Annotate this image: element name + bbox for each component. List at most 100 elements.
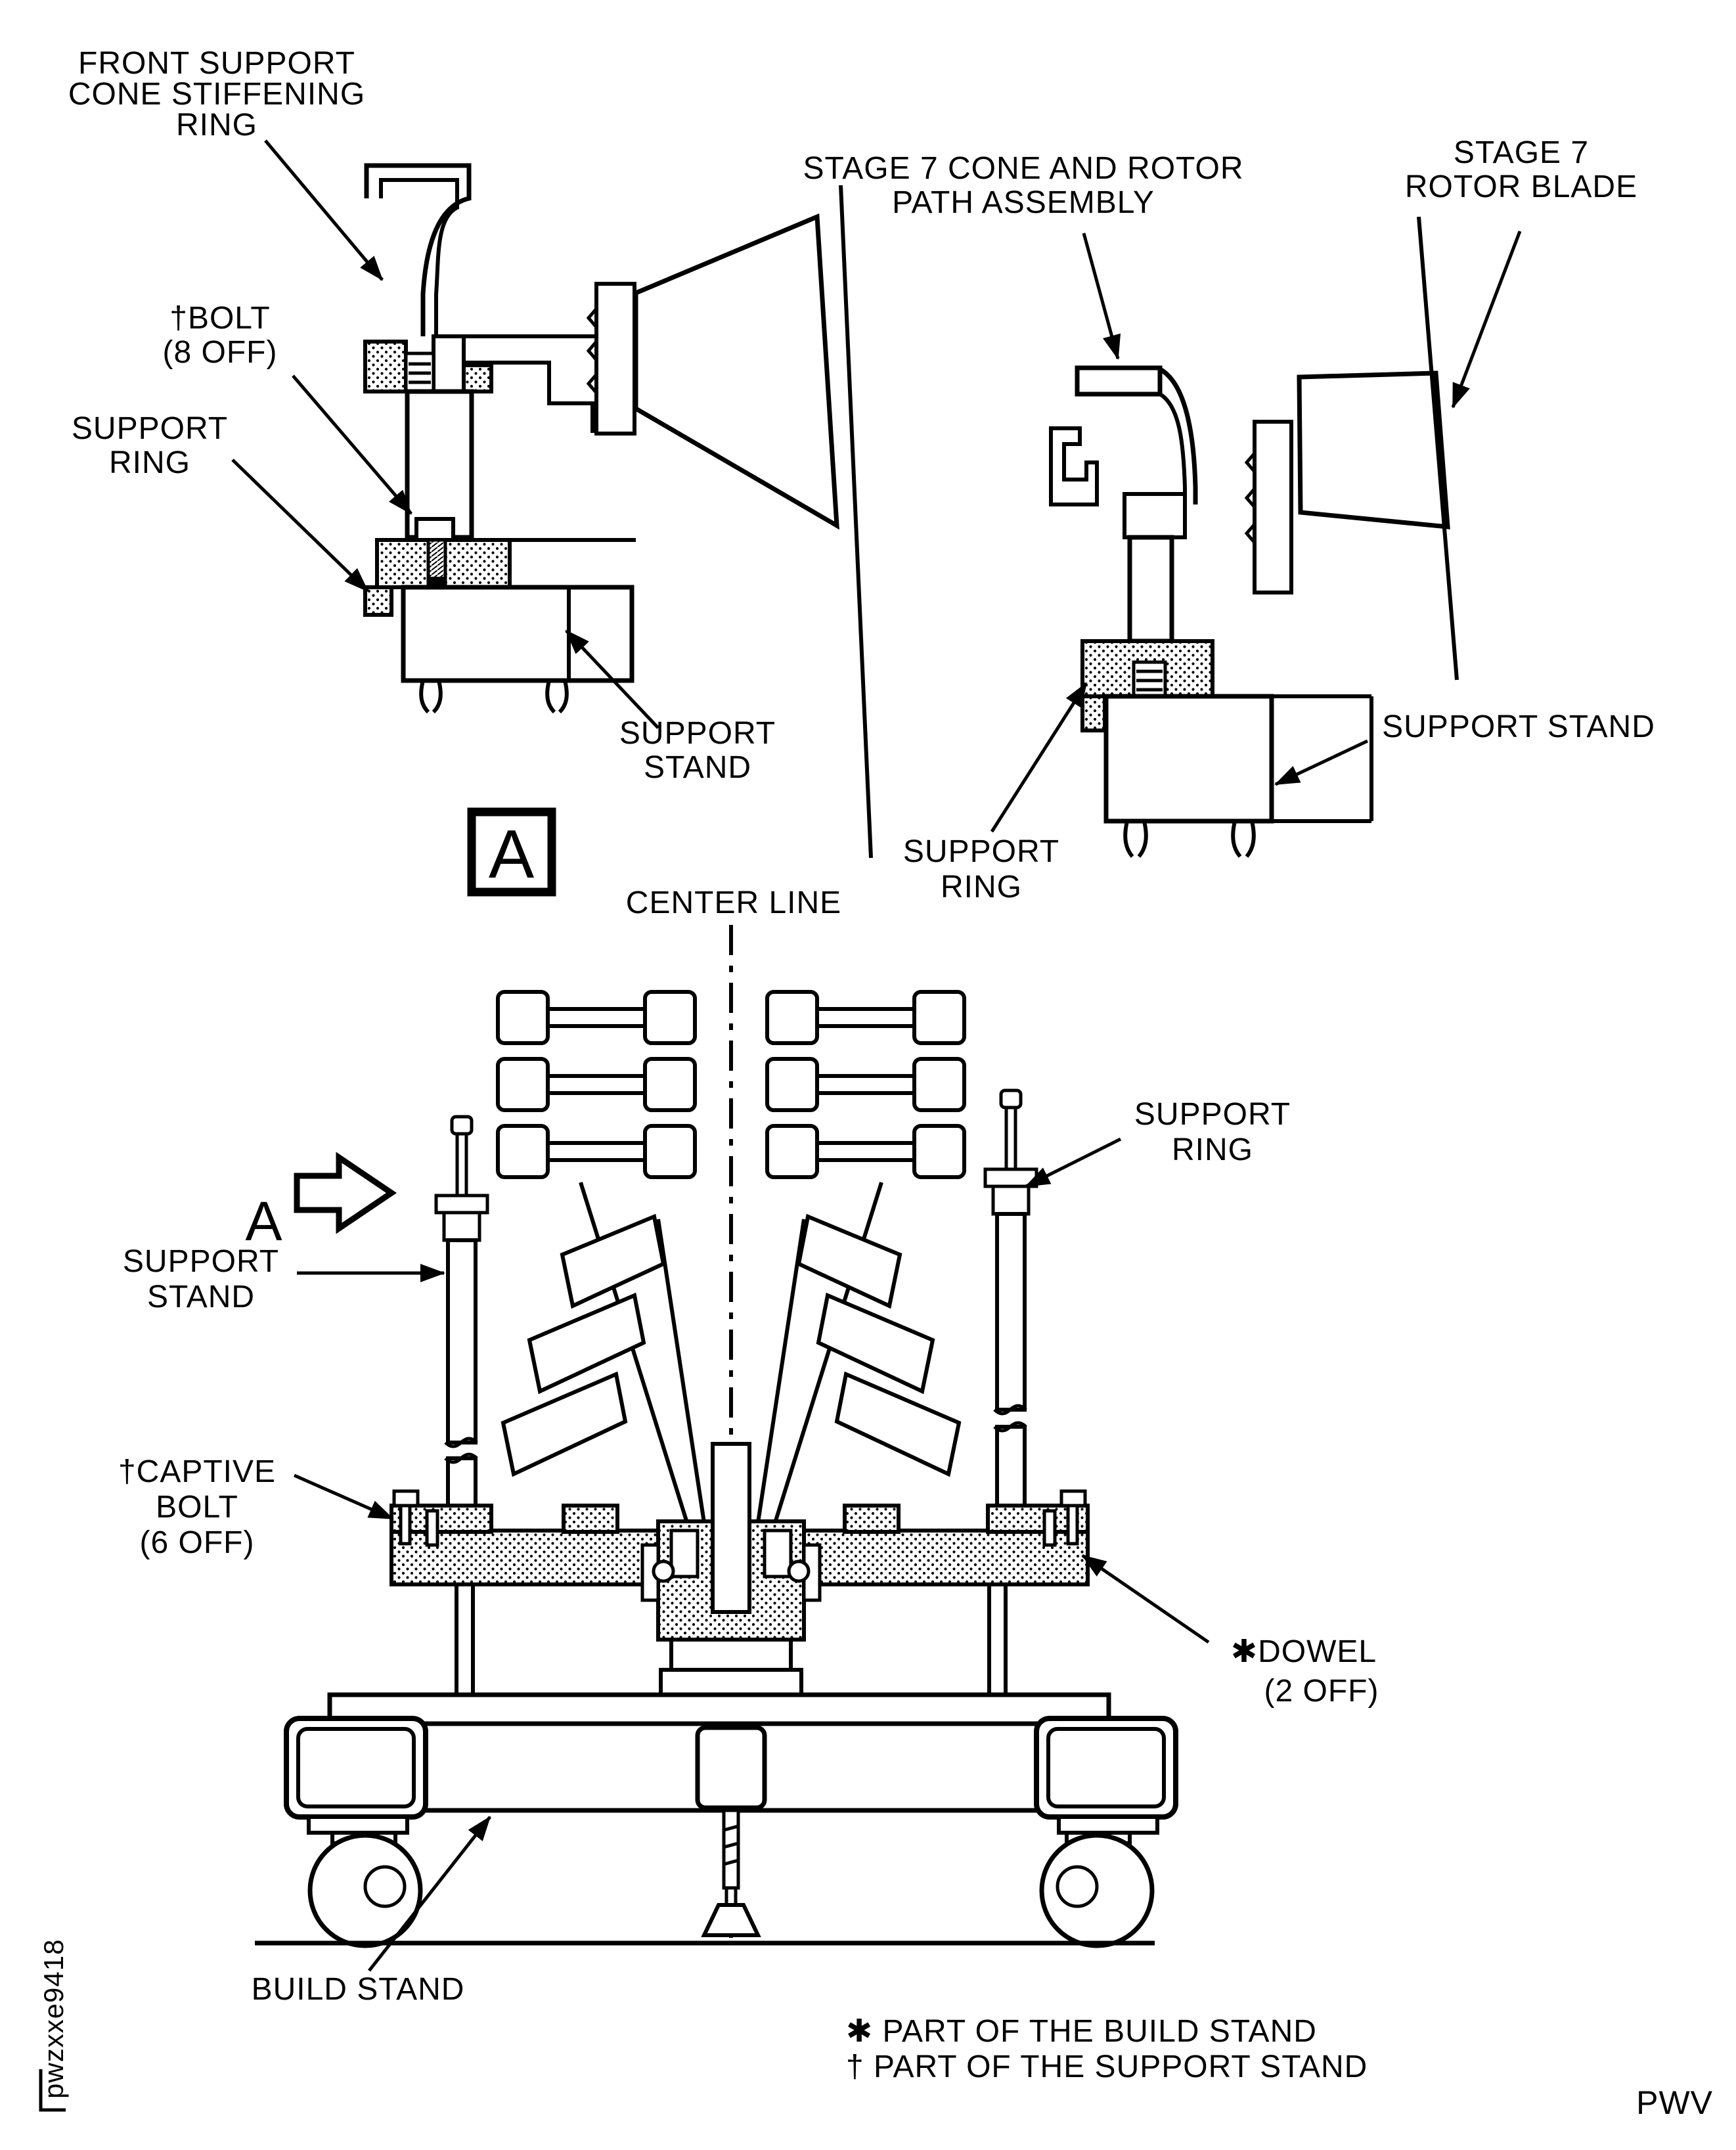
jack-foot [701,1903,761,1937]
leader-stage7-blade [1451,231,1522,409]
leader-support-ring [231,459,369,593]
bearing-left [652,1559,675,1583]
stage7-support-ring-label-1: SUPPORT [903,834,1059,869]
jack-screw [701,1808,761,1937]
frame-end-cap-left [284,1716,428,1820]
support-ring-label-2: RING [109,445,190,480]
footnote-build-stand: ✱ PART OF THE BUILD STAND [846,2014,1317,2049]
support-stand-section [401,538,636,714]
captive-bolt-right [1059,1489,1087,1508]
dowel-label-1: ✱DOWEL [1231,1634,1377,1669]
bolt-label-2: (8 OFF) [163,335,278,370]
stage7-support-ring-overhang [1080,694,1107,732]
leader-front-support-cone [264,139,384,281]
view-a-arrow-letter: A [245,1190,282,1252]
caster-left [307,1831,423,1948]
rotor-row-right-1 [765,990,966,1045]
cone-foot [432,334,466,393]
rotor-row-left-1 [496,990,697,1045]
captive-bolt-label-3: (6 OFF) [140,1525,255,1560]
stage7-cone-foot [1123,492,1187,539]
stage7-bolt-head [1132,660,1167,698]
rotor-blade-section [633,213,839,530]
leader-bolt [292,374,412,515]
front-support-cone-label-1: FRONT SUPPORT [78,46,355,81]
leader-stage7-support-ring [990,682,1088,833]
rotor-blade-rows [496,990,966,1179]
leader-support-stand [565,629,659,729]
stage7-blade-label-2: ROTOR BLADE [1405,169,1637,204]
leader-main-support-ring [1025,1137,1122,1188]
captive-bolt-label-1: †CAPTIVE [118,1454,276,1489]
hub-pedestal [669,1638,793,1672]
leader-stage7-support-stand [1274,739,1369,786]
dowel-right [1042,1509,1057,1547]
rotor-stage-blades [501,1213,962,1477]
stage7-cone-label-1: STAGE 7 CONE AND ROTOR [803,151,1243,186]
stage7-support-stand-label: SUPPORT STAND [1382,709,1655,744]
support-stand-barrel [405,389,474,540]
rotor-row-left-3 [496,1124,697,1179]
footnotes: ✱ PART OF THE BUILD STAND † PART OF THE … [846,2014,1368,2084]
front-support-cone-label-2: CONE STIFFENING [68,77,365,112]
leader-build-stand [368,1816,491,1972]
stage7-blade-chord-line [1417,216,1459,681]
stage7-rotor-blade [1297,370,1450,529]
stage7-support-stand [1103,694,1373,858]
support-ring-beam [389,1489,1090,1586]
front-support-cone-label-3: RING [176,108,257,143]
right-support-stand-post [983,1088,1038,1533]
dowel-left [425,1509,439,1547]
support-stand-legs [455,1584,1008,1695]
support-stand-label-1: SUPPORT [619,716,776,751]
cone-front-hook [1049,426,1099,506]
figure-codes: pwzxxe9418 PWV [38,1939,1713,2121]
stage7-cone-section [1049,365,1198,506]
upper-support-ring-right [462,363,493,393]
view-a-box: A [467,807,556,897]
main-view-drawing: CENTER LINE [255,885,1178,1948]
main-support-ring-label-2: RING [1172,1132,1253,1167]
leader-captive-bolt [293,1473,394,1521]
center-line-label: CENTER LINE [626,885,841,920]
detail-stage7-labels: STAGE 7 CONE AND ROTOR PATH ASSEMBLY STA… [803,135,1655,905]
left-support-stand-post [434,1115,489,1533]
rotor-row-right-3 [765,1124,966,1179]
leader-dowel [1081,1554,1210,1644]
stage7-blade-label-1: STAGE 7 [1454,135,1589,170]
main-support-ring-label-1: SUPPORT [1134,1097,1291,1132]
support-ring-overhang [363,585,393,617]
jack-housing [695,1725,767,1810]
bolt-label-1: †BOLT [169,301,271,336]
leader-stage7-cone [1082,233,1121,360]
stage7-blade-root [1244,420,1293,594]
blade-chord-line [839,185,873,859]
upper-support-ring-left [363,340,408,393]
detail-a-labels: FRONT SUPPORT CONE STIFFENING RING †BOLT… [68,46,776,897]
stage7-barrel [1127,535,1174,644]
detail-a-drawing [363,163,873,859]
cone-stiffening-ring-section [364,163,472,336]
figure-code-bracket [39,2069,66,2112]
dowel-label-2: (2 OFF) [1264,1674,1379,1709]
captive-bolt-left [392,1489,420,1508]
page-code: PWV [1636,2084,1713,2121]
footnote-support-stand: † PART OF THE SUPPORT STAND [846,2049,1368,2084]
main-support-stand-label-2: STAND [147,1280,255,1314]
detail-stage7-drawing [1049,216,1459,858]
stage7-cone-label-2: PATH ASSEMBLY [892,185,1155,220]
bolt-hex-head [414,517,455,542]
build-stand-frame [284,1692,1178,1835]
rotor-row-right-2 [765,1057,966,1112]
captive-bolt-label-2: BOLT [156,1490,238,1525]
blade-root-fir-tree [586,282,636,436]
view-direction-arrow [294,1152,397,1234]
upper-bolt-head [404,351,435,393]
frame-end-cap-right [1034,1716,1178,1820]
main-view-labels: A SUPPORT RING SUPPORT STAND †CAPTIVE BO… [118,1097,1379,2007]
hub-bore [711,1442,751,1614]
support-ring-label-1: SUPPORT [72,411,228,446]
bearing-right [787,1559,811,1583]
